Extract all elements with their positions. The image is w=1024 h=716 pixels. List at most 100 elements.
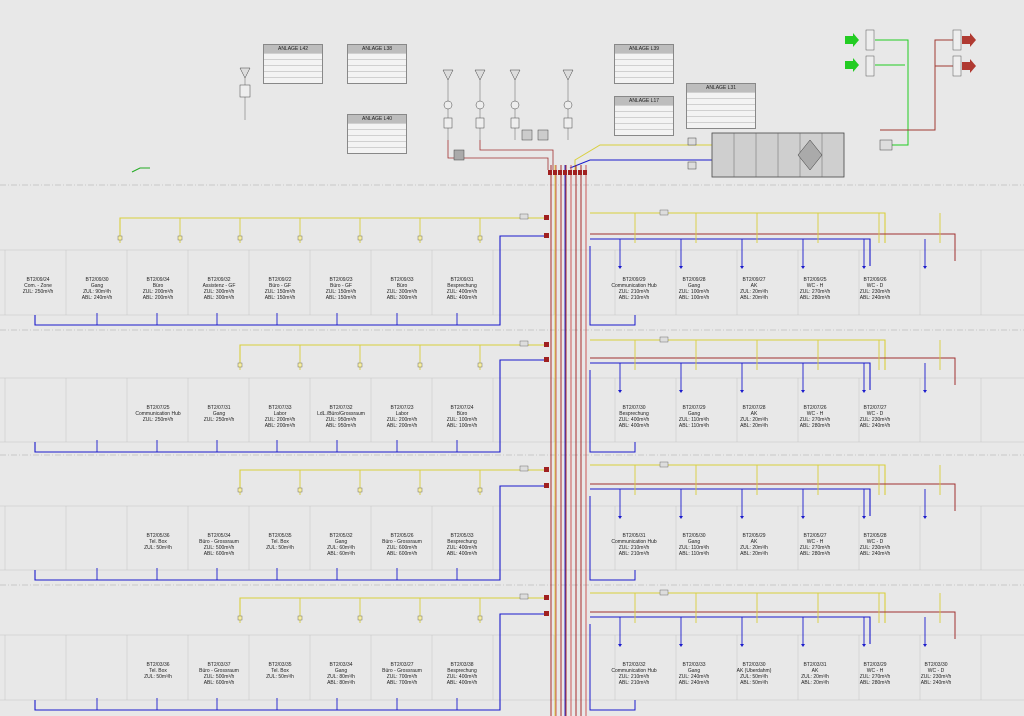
exhaust-loop-right: [589, 624, 636, 711]
exhaust-arrow: [740, 644, 744, 647]
exhaust-header-left: [34, 613, 548, 711]
room-airflow: ZUL: 500m³/h: [203, 674, 235, 680]
room-number: BT2/09/31: [450, 277, 474, 283]
exhaust-loop-right: [589, 370, 636, 453]
room-airflow: ZUL: 110m³/h: [678, 545, 710, 551]
room-number: BT2/09/33: [390, 277, 414, 283]
damper: [519, 340, 529, 347]
unit-box: [521, 129, 533, 141]
exhaust-header-left: [34, 235, 548, 326]
supply-diffuser: [477, 615, 483, 621]
exhaust-air-duct: [880, 39, 955, 131]
fan-hood: [442, 69, 454, 81]
room-name: Tel. Box: [149, 668, 167, 674]
exhaust-header-right: [590, 611, 956, 639]
supply-diffuser: [117, 235, 123, 241]
room-name: AK: [750, 539, 758, 545]
room-name: Assistenz - GF: [202, 283, 236, 289]
supply-diffuser: [297, 235, 303, 241]
room-number: BT2/03/31: [803, 662, 827, 668]
exhaust-arrow: [618, 266, 622, 269]
room-airflow: ZUL: 400m³/h: [446, 545, 478, 551]
fan-hood: [509, 69, 521, 81]
exhaust-loop-right: [589, 496, 636, 581]
room-name: Labor: [273, 411, 287, 417]
legend-line: [131, 167, 150, 173]
unit-title: ANLAGE L42: [264, 45, 322, 53]
filter-box: [475, 117, 485, 129]
exhaust-arrow: [618, 644, 622, 647]
room-number: BT2/05/31: [622, 533, 646, 539]
room-airflow: ABL: 240m³/h: [920, 680, 952, 686]
fire-damper: [544, 233, 549, 238]
supply-diffuser: [417, 615, 423, 621]
room-name: WC - D: [866, 539, 884, 545]
room-number: BT2/05/27: [803, 533, 827, 539]
supply-diffuser: [477, 362, 483, 368]
room-name: AK: [750, 411, 758, 417]
room-airflow: ABL: 210m³/h: [618, 551, 650, 557]
room-name: Tel. Box: [271, 539, 289, 545]
room-name: Communication Hub: [611, 283, 657, 289]
vertical-risers: [548, 165, 587, 716]
room-name: AK: [811, 668, 819, 674]
room-number: BT2/05/32: [329, 533, 353, 539]
room-number: BT2/09/26: [863, 277, 887, 283]
room-number: BT2/07/27: [863, 405, 887, 411]
unit-box-l38: ANLAGE L38: [347, 44, 407, 84]
room-airflow: ZUL: 80m³/h: [327, 674, 355, 680]
room-airflow: ABL: 280m³/h: [859, 680, 891, 686]
room-number: BT2/09/25: [803, 277, 827, 283]
exhaust-arrow: [923, 644, 927, 647]
room-airflow: ABL: 950m³/h: [325, 423, 357, 429]
main-exhaust: [569, 159, 712, 169]
room-airflow: ZUL: 600m³/h: [386, 545, 418, 551]
riser-damper: [578, 170, 582, 175]
room-airflow: ZUL: 200m³/h: [386, 417, 418, 423]
room-airflow: ZUL: 230m³/h: [859, 417, 891, 423]
supply-header-right: [590, 212, 886, 243]
room-number: BT2/03/27: [390, 662, 414, 668]
room-airflow: ABL: 700m³/h: [386, 680, 418, 686]
room-number: BT2/07/28: [742, 405, 766, 411]
room-airflow: ABL: 200m³/h: [142, 295, 174, 301]
supply-diffuser: [297, 615, 303, 621]
exhaust-arrow: [679, 390, 683, 393]
room-number: BT2/05/28: [863, 533, 887, 539]
room-airflow: ZUL: 500m³/h: [203, 545, 235, 551]
exhaust-arrow: [679, 644, 683, 647]
room-name: Büro - Grossraum: [199, 668, 239, 674]
room-number: BT2/09/28: [682, 277, 706, 283]
exhaust-arrow: [801, 390, 805, 393]
room-airflow: ABL: 280m³/h: [799, 423, 831, 429]
exhaust-header-left: [34, 485, 548, 581]
exhaust-arrow: [862, 644, 866, 647]
damper: [519, 213, 529, 220]
room-name: Com. - Zone: [24, 283, 52, 289]
exhaust-loop-right: [589, 246, 636, 326]
room-airflow: ZUL: 230m³/h: [859, 545, 891, 551]
room-name: Büro - GF: [269, 283, 291, 289]
room-name: Büro - Grossraum: [382, 539, 422, 545]
unit-l40-box: [453, 149, 465, 161]
exhaust-header-right-blue: [590, 616, 871, 644]
room-airflow: ABL: 150m³/h: [264, 295, 296, 301]
unit-box-l42: ANLAGE L42: [263, 44, 323, 84]
room-name: LdL./Büro/Grossraum: [317, 411, 365, 417]
room-name: Communication Hub: [611, 539, 657, 545]
floor-grid: [0, 184, 1024, 701]
fan-hood: [562, 69, 574, 81]
